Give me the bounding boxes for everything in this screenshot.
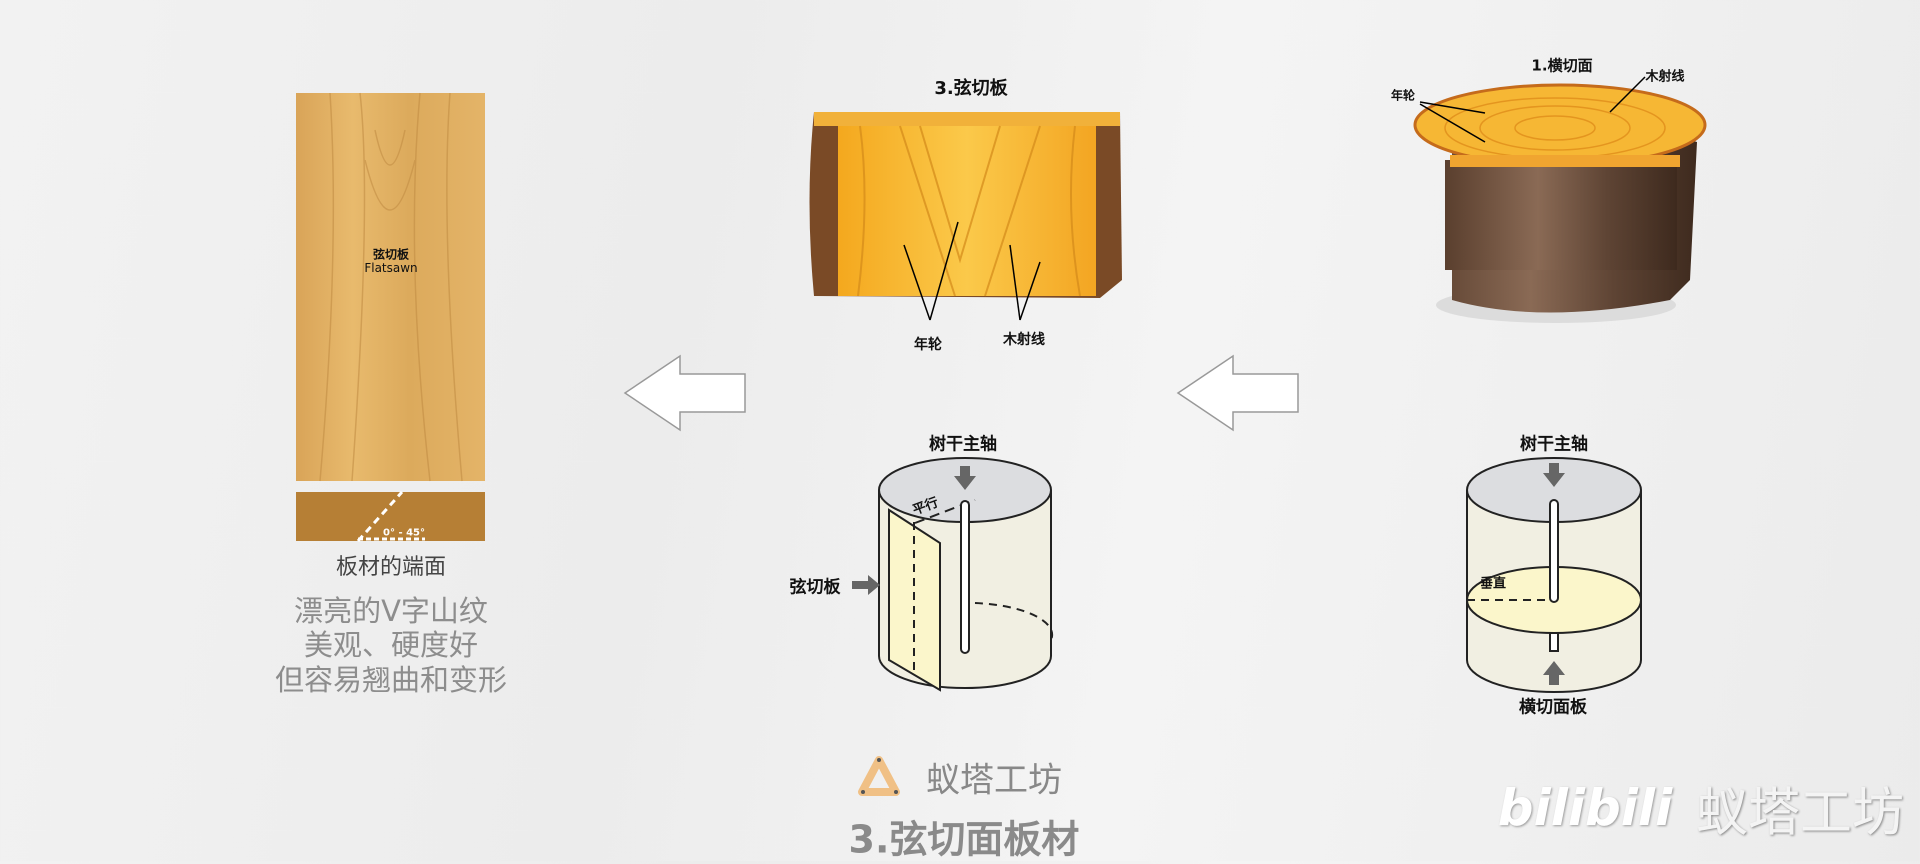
- arrow-left-icon: [623, 354, 746, 432]
- angle-label: 0° - 45°: [383, 527, 425, 539]
- description-line: 美观、硬度好: [303, 628, 479, 662]
- board-title-en: Flatsawn: [364, 261, 418, 275]
- flatsawn-wood-block-image: [809, 112, 1122, 321]
- board-end-face-image: [296, 490, 485, 543]
- watermark-channel: 蚁塔工坊: [1695, 783, 1905, 844]
- board-label: 弦切板: [789, 577, 841, 598]
- slide-title: 3.弦切面板材: [848, 817, 1080, 862]
- brand-logo-icon: [858, 756, 900, 796]
- flatsawn-diagram-title: 3.弦切板: [934, 78, 1008, 99]
- board-title-cn: 弦切板: [372, 247, 410, 262]
- axis-label: 树干主轴: [929, 434, 997, 455]
- brand-name: 蚁塔工坊: [926, 760, 1062, 801]
- crosscut-cylinder-diagram: [1466, 457, 1642, 693]
- crosscut-diagram-title: 1.横切面: [1531, 56, 1593, 75]
- perpendicular-label: 垂直: [1479, 576, 1507, 592]
- rays-label: 木射线: [1645, 69, 1685, 85]
- end-face-caption: 板材的端面: [335, 555, 447, 580]
- description-line: 漂亮的V字山纹: [294, 594, 488, 628]
- description-line: 但容易翘曲和变形: [274, 663, 508, 697]
- bilibili-logo: bilibili: [1497, 779, 1673, 837]
- crosscut-stump-image: [1413, 76, 1707, 323]
- rays-label: 木射线: [1003, 332, 1045, 348]
- board-label: 横切面板: [1519, 697, 1587, 718]
- flatsawn-cylinder-diagram: [852, 457, 1054, 692]
- arrow-left-icon: [1176, 354, 1299, 432]
- rings-label: 年轮: [914, 337, 942, 353]
- axis-label: 树干主轴: [1520, 434, 1588, 455]
- flatsawn-board-image: [296, 92, 485, 482]
- rings-label: 年轮: [1390, 88, 1416, 103]
